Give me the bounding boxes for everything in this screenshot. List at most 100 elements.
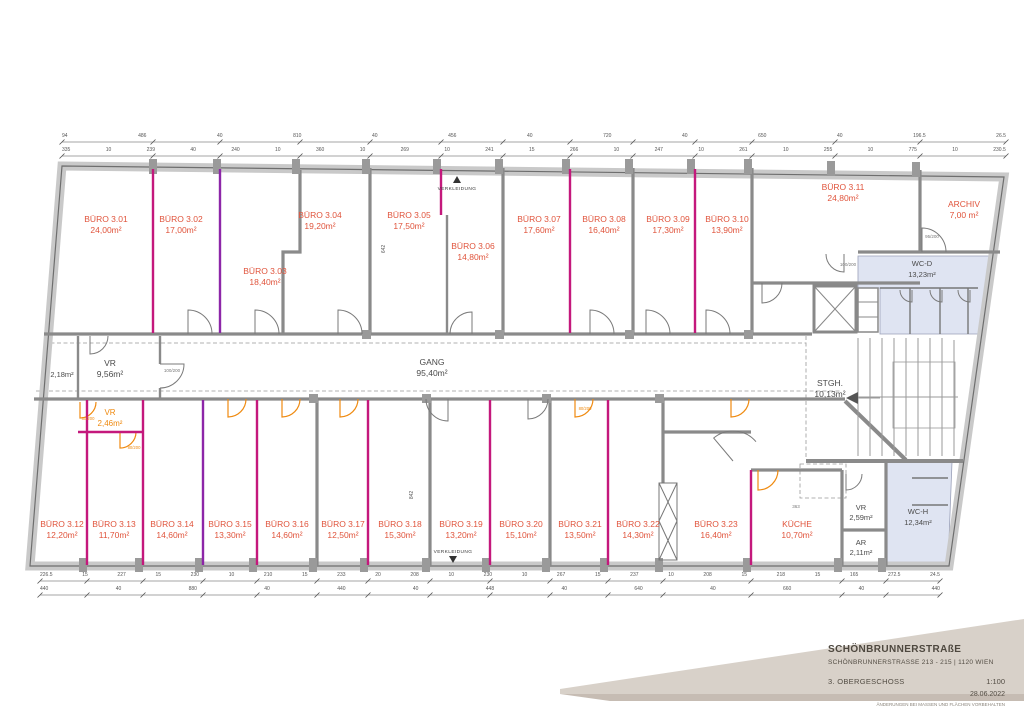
room-label-buero-305-name: BÜRO 3.05 bbox=[387, 210, 431, 220]
room-label-stgh-area: 10,13m² bbox=[814, 389, 845, 399]
room-label-buero-318-name: BÜRO 3.18 bbox=[378, 519, 422, 529]
room-label-buero-304-name: BÜRO 3.04 bbox=[298, 210, 342, 220]
wc-stalls bbox=[658, 287, 978, 561]
room-label-buero-323-name: BÜRO 3.23 bbox=[694, 519, 738, 529]
titleblock-disclaimer: ÄNDERUNGEN BEI MASSEN UND FLÄCHEN VORBEH… bbox=[876, 702, 1005, 707]
room-label-buero-316-area: 14,60m² bbox=[271, 530, 302, 540]
room-label-vr-main-name: VR bbox=[104, 358, 116, 368]
vertical-dim-lower: 842 bbox=[409, 490, 416, 500]
door-arc bbox=[645, 309, 671, 335]
verkleidung-label-top: VERKLEIDUNG bbox=[438, 186, 477, 192]
door-arc bbox=[921, 227, 947, 253]
duct-shaft bbox=[857, 287, 879, 333]
door-arc bbox=[254, 309, 280, 335]
room-label-buero-312-name: BÜRO 3.12 bbox=[40, 519, 84, 529]
room-label-vr-new-name: VR bbox=[104, 408, 115, 417]
room-label-buero-302-name: BÜRO 3.02 bbox=[159, 214, 203, 224]
room-label-buero-302-area: 17,00m² bbox=[165, 225, 196, 235]
new-door-arc bbox=[227, 398, 247, 418]
door-arc bbox=[713, 430, 757, 462]
elevator bbox=[812, 284, 858, 334]
vertical-dim-upper: 642 bbox=[381, 244, 388, 254]
room-label-buero-313-name: BÜRO 3.13 bbox=[92, 519, 136, 529]
new-door-arc bbox=[574, 398, 594, 418]
room-label-kueche-area: 10,70m² bbox=[781, 530, 812, 540]
room-label-gang-name: GANG bbox=[419, 357, 444, 367]
titleblock-date: 28.06.2022 bbox=[969, 691, 1005, 698]
interior-walls bbox=[34, 168, 1000, 566]
verkleidung-marker-bottom bbox=[449, 556, 457, 563]
room-label-buero-311-name: BÜRO 3.11 bbox=[822, 182, 865, 192]
verkleidung-marker-top bbox=[453, 176, 461, 183]
titleblock-floor: 3. OBERGESCHOSS bbox=[828, 677, 905, 686]
annotation-labels: VERKLEIDUNG VERKLEIDUNG 100/200 100/200 … bbox=[82, 186, 940, 555]
room-label-buero-319-area: 13,20m² bbox=[445, 530, 476, 540]
room-label-ar-area: 2,11m² bbox=[850, 548, 873, 557]
room-label-buero-322-name: BÜRO 3.22 bbox=[616, 519, 660, 529]
room-label-cell-area: 2,18m² bbox=[50, 370, 74, 379]
door-arc bbox=[899, 289, 913, 303]
new-door-arc bbox=[757, 469, 779, 491]
door-arc bbox=[825, 253, 845, 273]
room-label-gang-area: 95,40m² bbox=[416, 368, 447, 378]
door-arc bbox=[845, 473, 863, 491]
room-label-buero-313-area: 11,70m² bbox=[99, 530, 130, 540]
room-label-buero-319-name: BÜRO 3.19 bbox=[439, 519, 483, 529]
room-label-wch-area: 12,34m² bbox=[904, 518, 932, 527]
room-label-buero-321-name: BÜRO 3.21 bbox=[558, 519, 602, 529]
new-door-arc bbox=[281, 398, 301, 418]
room-label-stgh-name: STGH. bbox=[817, 378, 843, 388]
room-label-buero-310-name: BÜRO 3.10 bbox=[705, 214, 749, 224]
door-arc bbox=[159, 363, 185, 389]
door-size-label: 95/200 bbox=[925, 234, 939, 239]
titleblock-wedge-main bbox=[560, 619, 1024, 694]
room-label-wcd-area: 13,23m² bbox=[908, 270, 936, 279]
dimension-lines bbox=[40, 141, 1006, 596]
dimension-ticks bbox=[37, 139, 1009, 598]
door-arc bbox=[929, 289, 943, 303]
room-label-archiv-area: 7,00 m² bbox=[950, 210, 979, 220]
door-arc bbox=[337, 309, 363, 335]
new-door-size-label: 80/200 bbox=[82, 416, 95, 421]
door-arc bbox=[761, 282, 783, 304]
door-arc bbox=[527, 398, 549, 420]
new-door-size-label: 80/200 bbox=[579, 406, 592, 411]
room-label-buero-301-area: 24,00m² bbox=[90, 225, 121, 235]
door-arc bbox=[957, 289, 971, 303]
door-arc bbox=[705, 309, 731, 335]
door-size-label: 100/200 bbox=[840, 262, 857, 267]
room-label-buero-305-area: 17,50m² bbox=[393, 221, 424, 231]
door-arc bbox=[187, 309, 213, 335]
room-label-buero-306-area: 14,80m² bbox=[457, 252, 488, 262]
room-label-wch-name: WC-H bbox=[908, 507, 928, 516]
new-door-size-label: 80/200 bbox=[128, 445, 141, 450]
doors-existing bbox=[89, 227, 971, 491]
dashed-lines bbox=[36, 336, 847, 499]
new-door-arc bbox=[79, 401, 97, 419]
room-label-vr-k-area: 2,59m² bbox=[849, 513, 873, 522]
door-arc bbox=[589, 309, 615, 335]
titleblock-project-name: SCHÖNBRUNNERSTRAßE bbox=[828, 644, 962, 655]
room-label-buero-311-area: 24,80m² bbox=[827, 193, 858, 203]
staircase bbox=[857, 338, 958, 456]
new-walls-magenta bbox=[78, 169, 753, 565]
wall-piers bbox=[79, 159, 920, 572]
room-label-buero-317-area: 12,50m² bbox=[327, 530, 358, 540]
door-arc bbox=[89, 335, 109, 355]
room-label-buero-310-area: 13,90m² bbox=[711, 225, 742, 235]
new-walls-purple bbox=[201, 169, 222, 565]
doors-new bbox=[79, 398, 779, 491]
room-label-buero-314-area: 14,60m² bbox=[156, 530, 187, 540]
room-labels-top: BÜRO 3.01 24,00m² BÜRO 3.02 17,00m² BÜRO… bbox=[84, 182, 980, 287]
room-label-buero-317-name: BÜRO 3.17 bbox=[321, 519, 365, 529]
room-label-buero-323-area: 16,40m² bbox=[700, 530, 731, 540]
door-size-label: 100/200 bbox=[164, 368, 181, 373]
titleblock-scale: 1:100 bbox=[986, 677, 1005, 686]
new-door-arc bbox=[339, 398, 359, 418]
room-label-vr-new-area: 2,46m² bbox=[98, 419, 123, 428]
room-label-buero-307-area: 17,60m² bbox=[523, 225, 554, 235]
stair-direction-arrow bbox=[846, 392, 858, 404]
